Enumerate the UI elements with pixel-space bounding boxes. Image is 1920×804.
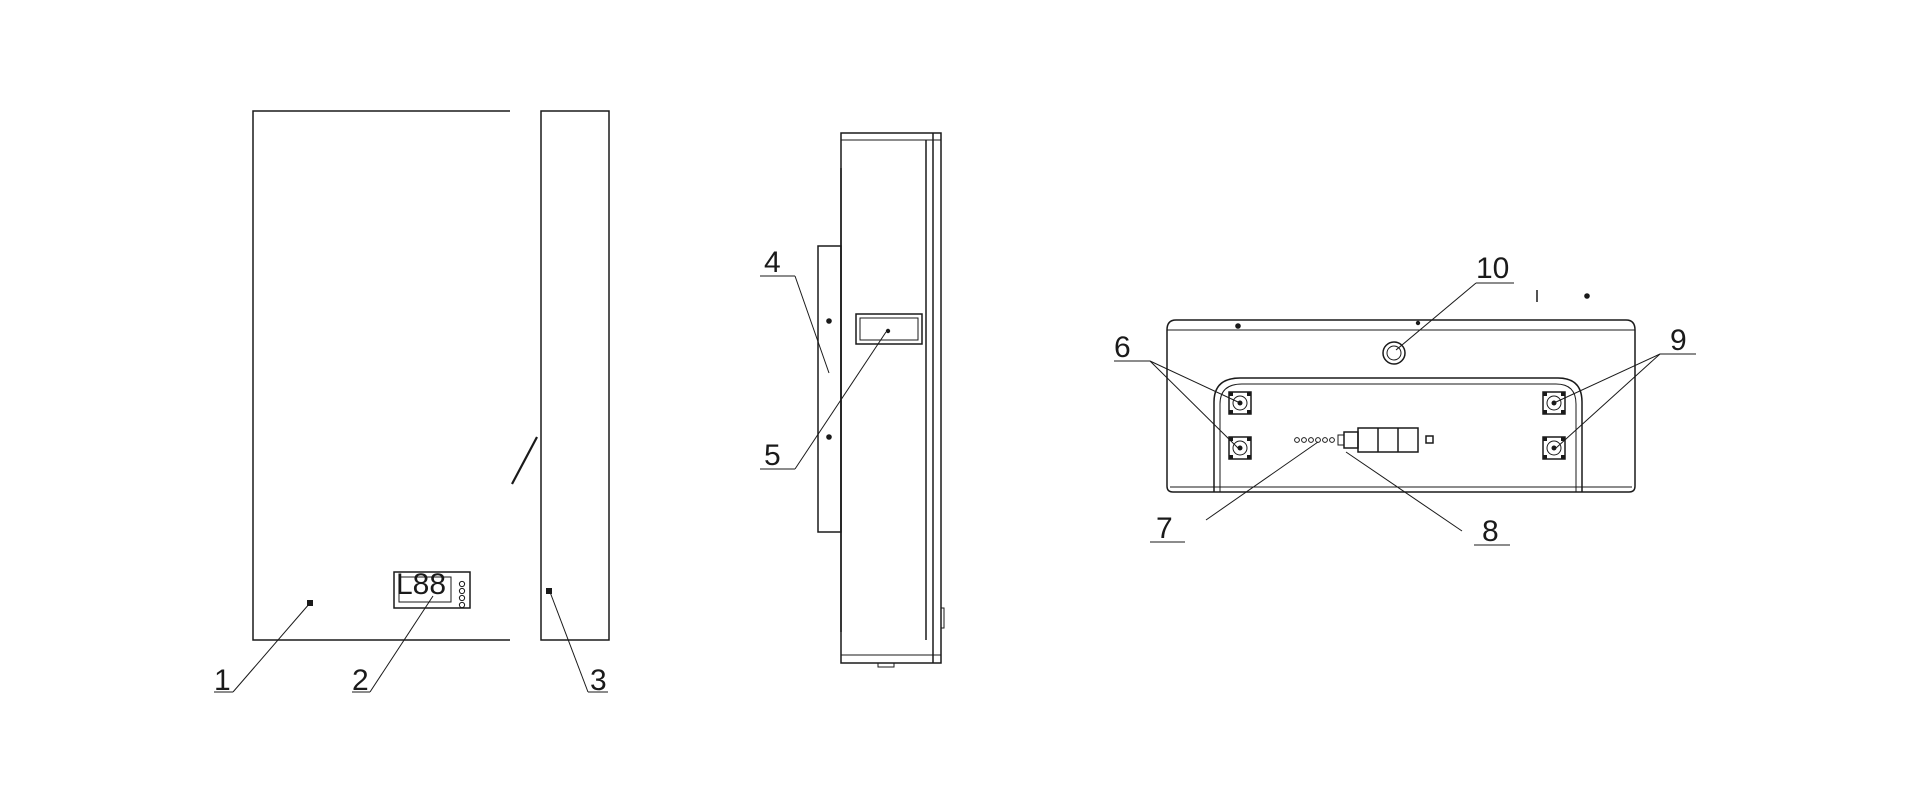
- callout-label-6: 6: [1114, 331, 1131, 364]
- callout-label-5: 5: [764, 439, 781, 472]
- display-text: L88: [396, 568, 446, 601]
- cabinet-door: [540, 110, 610, 641]
- callout-8: 8: [1474, 515, 1510, 548]
- callout-5: 5: [760, 439, 795, 472]
- front-view: L88: [252, 110, 610, 641]
- cabinet-body: [252, 110, 510, 641]
- callout-10: 10: [1476, 252, 1514, 285]
- bottom-housing: [1166, 319, 1636, 493]
- callout-label-10: 10: [1476, 252, 1509, 285]
- display-panel: L88: [393, 568, 471, 609]
- callout-label-8: 8: [1482, 515, 1499, 548]
- callout-9: 9: [1660, 324, 1696, 357]
- callout-3: 3: [588, 664, 608, 697]
- callout-2: 2: [352, 664, 370, 697]
- connector-plate: [1213, 377, 1583, 492]
- callout-label-1: 1: [214, 664, 231, 697]
- side-view: [817, 132, 945, 668]
- door-handle: [511, 436, 538, 485]
- callout-label-2: 2: [352, 664, 369, 697]
- rf-connector-left-bottom: [1228, 436, 1252, 460]
- rf-connector-left-top: [1228, 391, 1252, 415]
- cable-grommet: [1382, 341, 1406, 365]
- callout-label-9: 9: [1670, 324, 1687, 357]
- bracket-screw-bottom: [826, 434, 832, 440]
- leader-lines: [232, 275, 1661, 693]
- callout-4: 4: [760, 246, 795, 279]
- wall-bracket: [817, 245, 842, 533]
- bracket-screw-top: [826, 318, 832, 324]
- side-label-window: [855, 313, 923, 345]
- callout-label-3: 3: [590, 664, 607, 697]
- callout-7: 7: [1150, 512, 1185, 545]
- rf-connector-right-bottom: [1542, 436, 1566, 460]
- callout-label-4: 4: [764, 246, 781, 279]
- data-ports: [1337, 427, 1434, 453]
- callout-1: 1: [214, 664, 233, 697]
- led-indicators: [1294, 437, 1335, 443]
- callout-6: 6: [1114, 331, 1150, 364]
- callout-label-7: 7: [1156, 512, 1173, 545]
- door-marker: [546, 588, 552, 594]
- callout-labels: 1 2 3 4 5 6 7 8: [214, 246, 1696, 697]
- rf-connector-right-top: [1542, 391, 1566, 415]
- bottom-view: [1166, 290, 1636, 493]
